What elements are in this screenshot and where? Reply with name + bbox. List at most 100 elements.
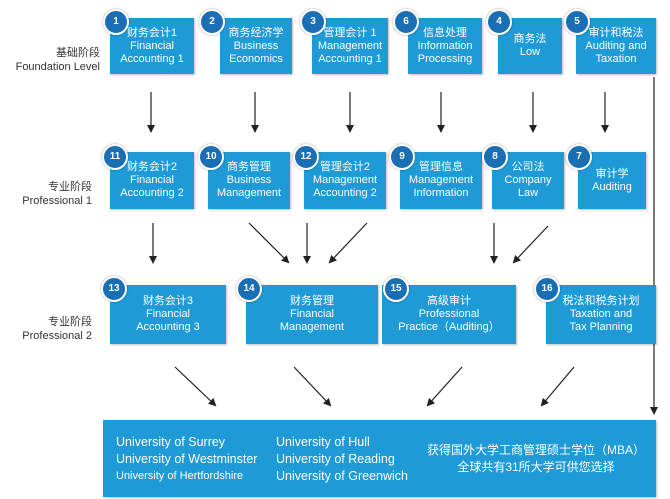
course-en: Practice（Auditing） <box>398 321 500 333</box>
course-zh: 商务经济学 <box>228 26 284 39</box>
level-label-professional1: 专业阶段 Professional 1 <box>0 180 92 208</box>
course-en: Management <box>279 321 345 333</box>
course-en: Accounting 1 <box>120 52 184 65</box>
course-zh: 管理会计 1 <box>323 26 377 39</box>
level-en: Professional 2 <box>22 330 92 342</box>
course-number-badge: 8 <box>482 144 508 170</box>
course-zh: 财务会计1 <box>126 26 178 39</box>
course-en: Economics <box>229 52 283 65</box>
course-box-5: 审计和税法 Auditing and Taxation <box>576 18 656 74</box>
arrow <box>248 222 290 264</box>
course-box-3: 管理会计 1 Management Accounting 1 <box>312 18 388 74</box>
course-en: Accounting 1 <box>318 52 382 65</box>
course-en: Business <box>226 174 272 186</box>
course-number-badge: 10 <box>198 144 224 170</box>
level-en: Foundation Level <box>15 61 100 73</box>
course-number-badge: 12 <box>293 144 319 170</box>
course-number-badge: 13 <box>101 276 127 302</box>
course-zh: 财务会计2 <box>126 161 178 173</box>
university-name: University of Hull <box>276 435 370 449</box>
course-number-badge: 4 <box>486 9 512 35</box>
course-en: Information <box>413 187 469 199</box>
course-zh: 信息处理 <box>423 26 467 39</box>
course-en: Business <box>233 39 279 52</box>
course-box-9: 管理信息 Management Information <box>400 152 482 209</box>
course-zh: 税法和税务计划 <box>562 295 640 307</box>
arrow <box>426 366 463 407</box>
course-number-badge: 1 <box>103 9 129 35</box>
arrow <box>174 366 217 407</box>
course-box-14: 财务管理 Financial Management <box>246 285 378 344</box>
course-zh: 审计学 <box>595 167 629 180</box>
course-en: Management <box>312 174 378 186</box>
arrow <box>293 366 332 407</box>
university-name: University of Surrey <box>116 435 226 449</box>
course-number-badge: 3 <box>300 9 326 35</box>
course-en: Financial <box>289 308 335 320</box>
course-zh: 高级审计 <box>427 295 471 307</box>
university-name: University of Hertfordshire <box>116 470 244 482</box>
course-number-badge: 16 <box>534 276 560 302</box>
level-label-professional2: 专业阶段 Professional 2 <box>0 315 92 343</box>
level-en: Professional 1 <box>22 195 92 207</box>
arrow <box>540 366 575 407</box>
level-zh: 专业阶段 <box>48 181 92 193</box>
course-en: Accounting 3 <box>136 321 200 333</box>
course-en: Information <box>417 39 473 52</box>
level-zh: 专业阶段 <box>48 316 92 328</box>
level-label-foundation: 基础阶段 Foundation Level <box>0 46 100 74</box>
course-en: Taxation <box>595 52 637 65</box>
course-en: Processing <box>417 52 473 65</box>
course-en: Management <box>317 39 383 52</box>
arrow <box>328 222 368 264</box>
course-en: Financial <box>129 174 175 186</box>
course-en: Tax Planning <box>569 321 633 333</box>
arrow <box>512 225 549 264</box>
course-en: Taxation and <box>569 308 633 320</box>
course-number-badge: 5 <box>564 9 590 35</box>
course-number-badge: 15 <box>383 276 409 302</box>
course-en: Auditing and <box>585 39 647 52</box>
course-box-2: 商务经济学 Business Economics <box>220 18 292 74</box>
universities-box: University of Surrey University of Westm… <box>103 420 656 497</box>
course-box-8: 公司法 Company Law <box>492 152 564 209</box>
course-en: Financial <box>145 308 191 320</box>
degree-text: 获得国外大学工商管理硕士学位（MBA） <box>426 443 645 457</box>
university-list-right: University of Hull University of Reading… <box>276 434 408 485</box>
course-en: Accounting 2 <box>313 187 377 199</box>
course-en: Financial <box>129 39 175 52</box>
university-list-left: University of Surrey University of Westm… <box>116 434 257 485</box>
course-zh: 公司法 <box>511 161 545 173</box>
course-zh: 审计和税法 <box>588 26 644 39</box>
course-en: Professional <box>418 308 480 320</box>
degree-info: 获得国外大学工商管理硕士学位（MBA） 全球共有31所大学可供您选择 <box>421 442 651 476</box>
course-number-badge: 11 <box>102 144 128 170</box>
university-name: University of Greenwich <box>276 469 408 483</box>
course-box-6: 信息处理 Information Processing <box>408 18 482 74</box>
course-box-12: 管理会计2 Management Accounting 2 <box>304 152 386 209</box>
course-zh: 财务会计3 <box>142 295 194 307</box>
course-zh: 管理会计2 <box>319 161 371 173</box>
course-en: Low <box>519 46 541 58</box>
course-zh: 商务管理 <box>227 161 271 173</box>
course-number-badge: 9 <box>389 144 415 170</box>
course-box-16: 税法和税务计划 Taxation and Tax Planning <box>546 285 656 344</box>
course-en: Management <box>216 187 282 199</box>
university-count-text: 全球共有31所大学可供您选择 <box>457 460 615 474</box>
course-box-13: 财务会计3 Financial Accounting 3 <box>110 285 226 344</box>
course-en: Accounting 2 <box>120 187 184 199</box>
course-zh: 商务法 <box>513 33 547 45</box>
course-en: Management <box>408 174 474 186</box>
level-zh: 基础阶段 <box>56 47 100 59</box>
university-name: University of Reading <box>276 452 395 466</box>
course-zh: 财务管理 <box>290 295 334 307</box>
university-name: University of Westminster <box>116 452 258 466</box>
course-zh: 管理信息 <box>419 161 463 173</box>
course-en: Auditing <box>592 180 632 193</box>
course-number-badge: 2 <box>199 9 225 35</box>
course-en: Company <box>504 174 552 186</box>
course-number-badge: 14 <box>236 276 262 302</box>
course-number-badge: 6 <box>393 9 419 35</box>
course-number-badge: 7 <box>566 144 592 170</box>
